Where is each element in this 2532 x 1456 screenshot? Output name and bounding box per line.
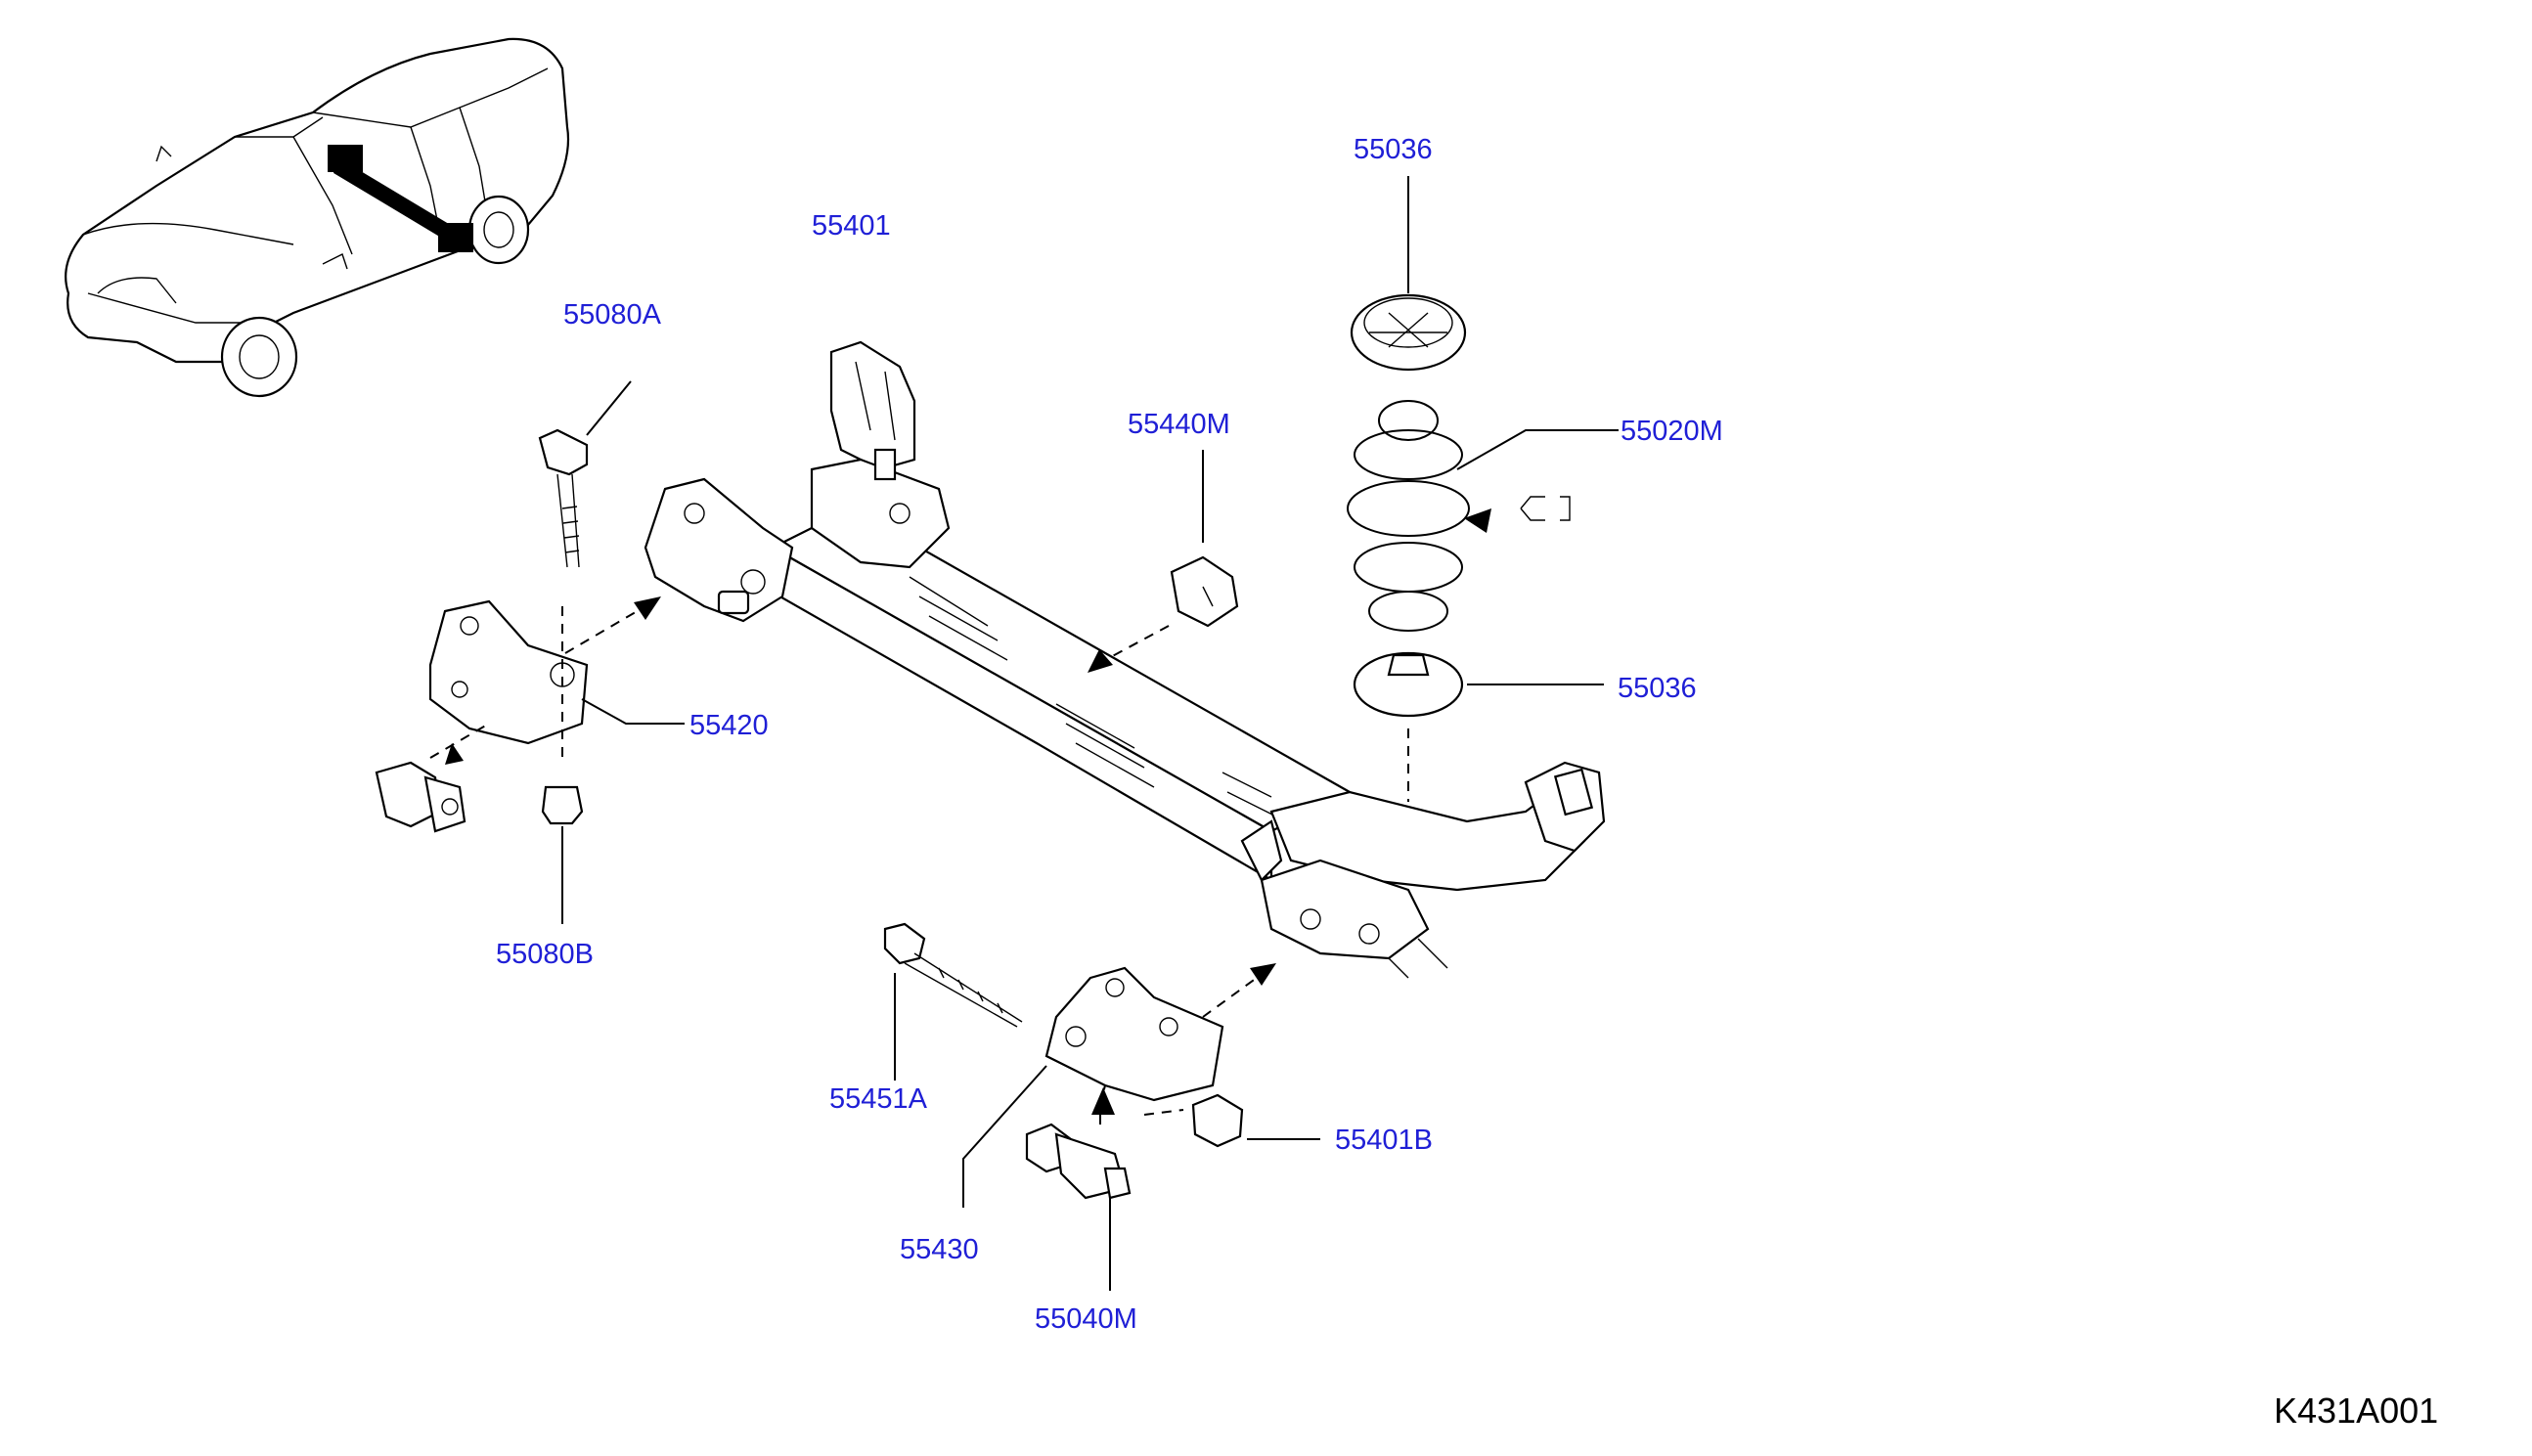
label-55401b[interactable]: 55401B [1335,1125,1433,1156]
label-55040m[interactable]: 55040M [1035,1303,1137,1335]
part-55080a-bolt [538,380,632,568]
part-55440m-bumper [1170,450,1239,628]
vehicle-locator-illustration [65,37,570,398]
part-55420-bracket [428,599,685,745]
label-55430[interactable]: 55430 [900,1234,979,1265]
label-55080a[interactable]: 55080A [563,299,661,331]
right-bracket [1240,761,1606,979]
diagram-reference-code: K431A001 [2274,1390,2439,1431]
axle-beam [761,507,1353,882]
part-55401-mount [810,340,951,569]
left-bracket [644,477,794,623]
part-55080b-nut [541,785,584,924]
part-55401b-nut [1191,1093,1320,1148]
part-55451a-bolt [883,922,1023,1081]
part-55430-bracket [962,966,1224,1208]
label-55420[interactable]: 55420 [689,710,769,741]
left-bushing [375,761,466,833]
label-55080b[interactable]: 55080B [496,939,594,970]
label-55020m[interactable]: 55020M [1621,416,1723,447]
label-55036-top[interactable]: 55036 [1354,134,1433,165]
part-55020m-spring [1347,400,1619,632]
part-55036-lower-seat [1353,651,1604,718]
part-55036-upper-seat [1350,176,1467,372]
label-55440m[interactable]: 55440M [1128,409,1230,440]
assembly-guides [429,496,1571,1125]
label-55401[interactable]: 55401 [812,210,891,242]
part-55040m-bushing [1025,1123,1132,1291]
label-55451a[interactable]: 55451A [829,1083,927,1115]
label-55036-bottom[interactable]: 55036 [1618,673,1697,704]
